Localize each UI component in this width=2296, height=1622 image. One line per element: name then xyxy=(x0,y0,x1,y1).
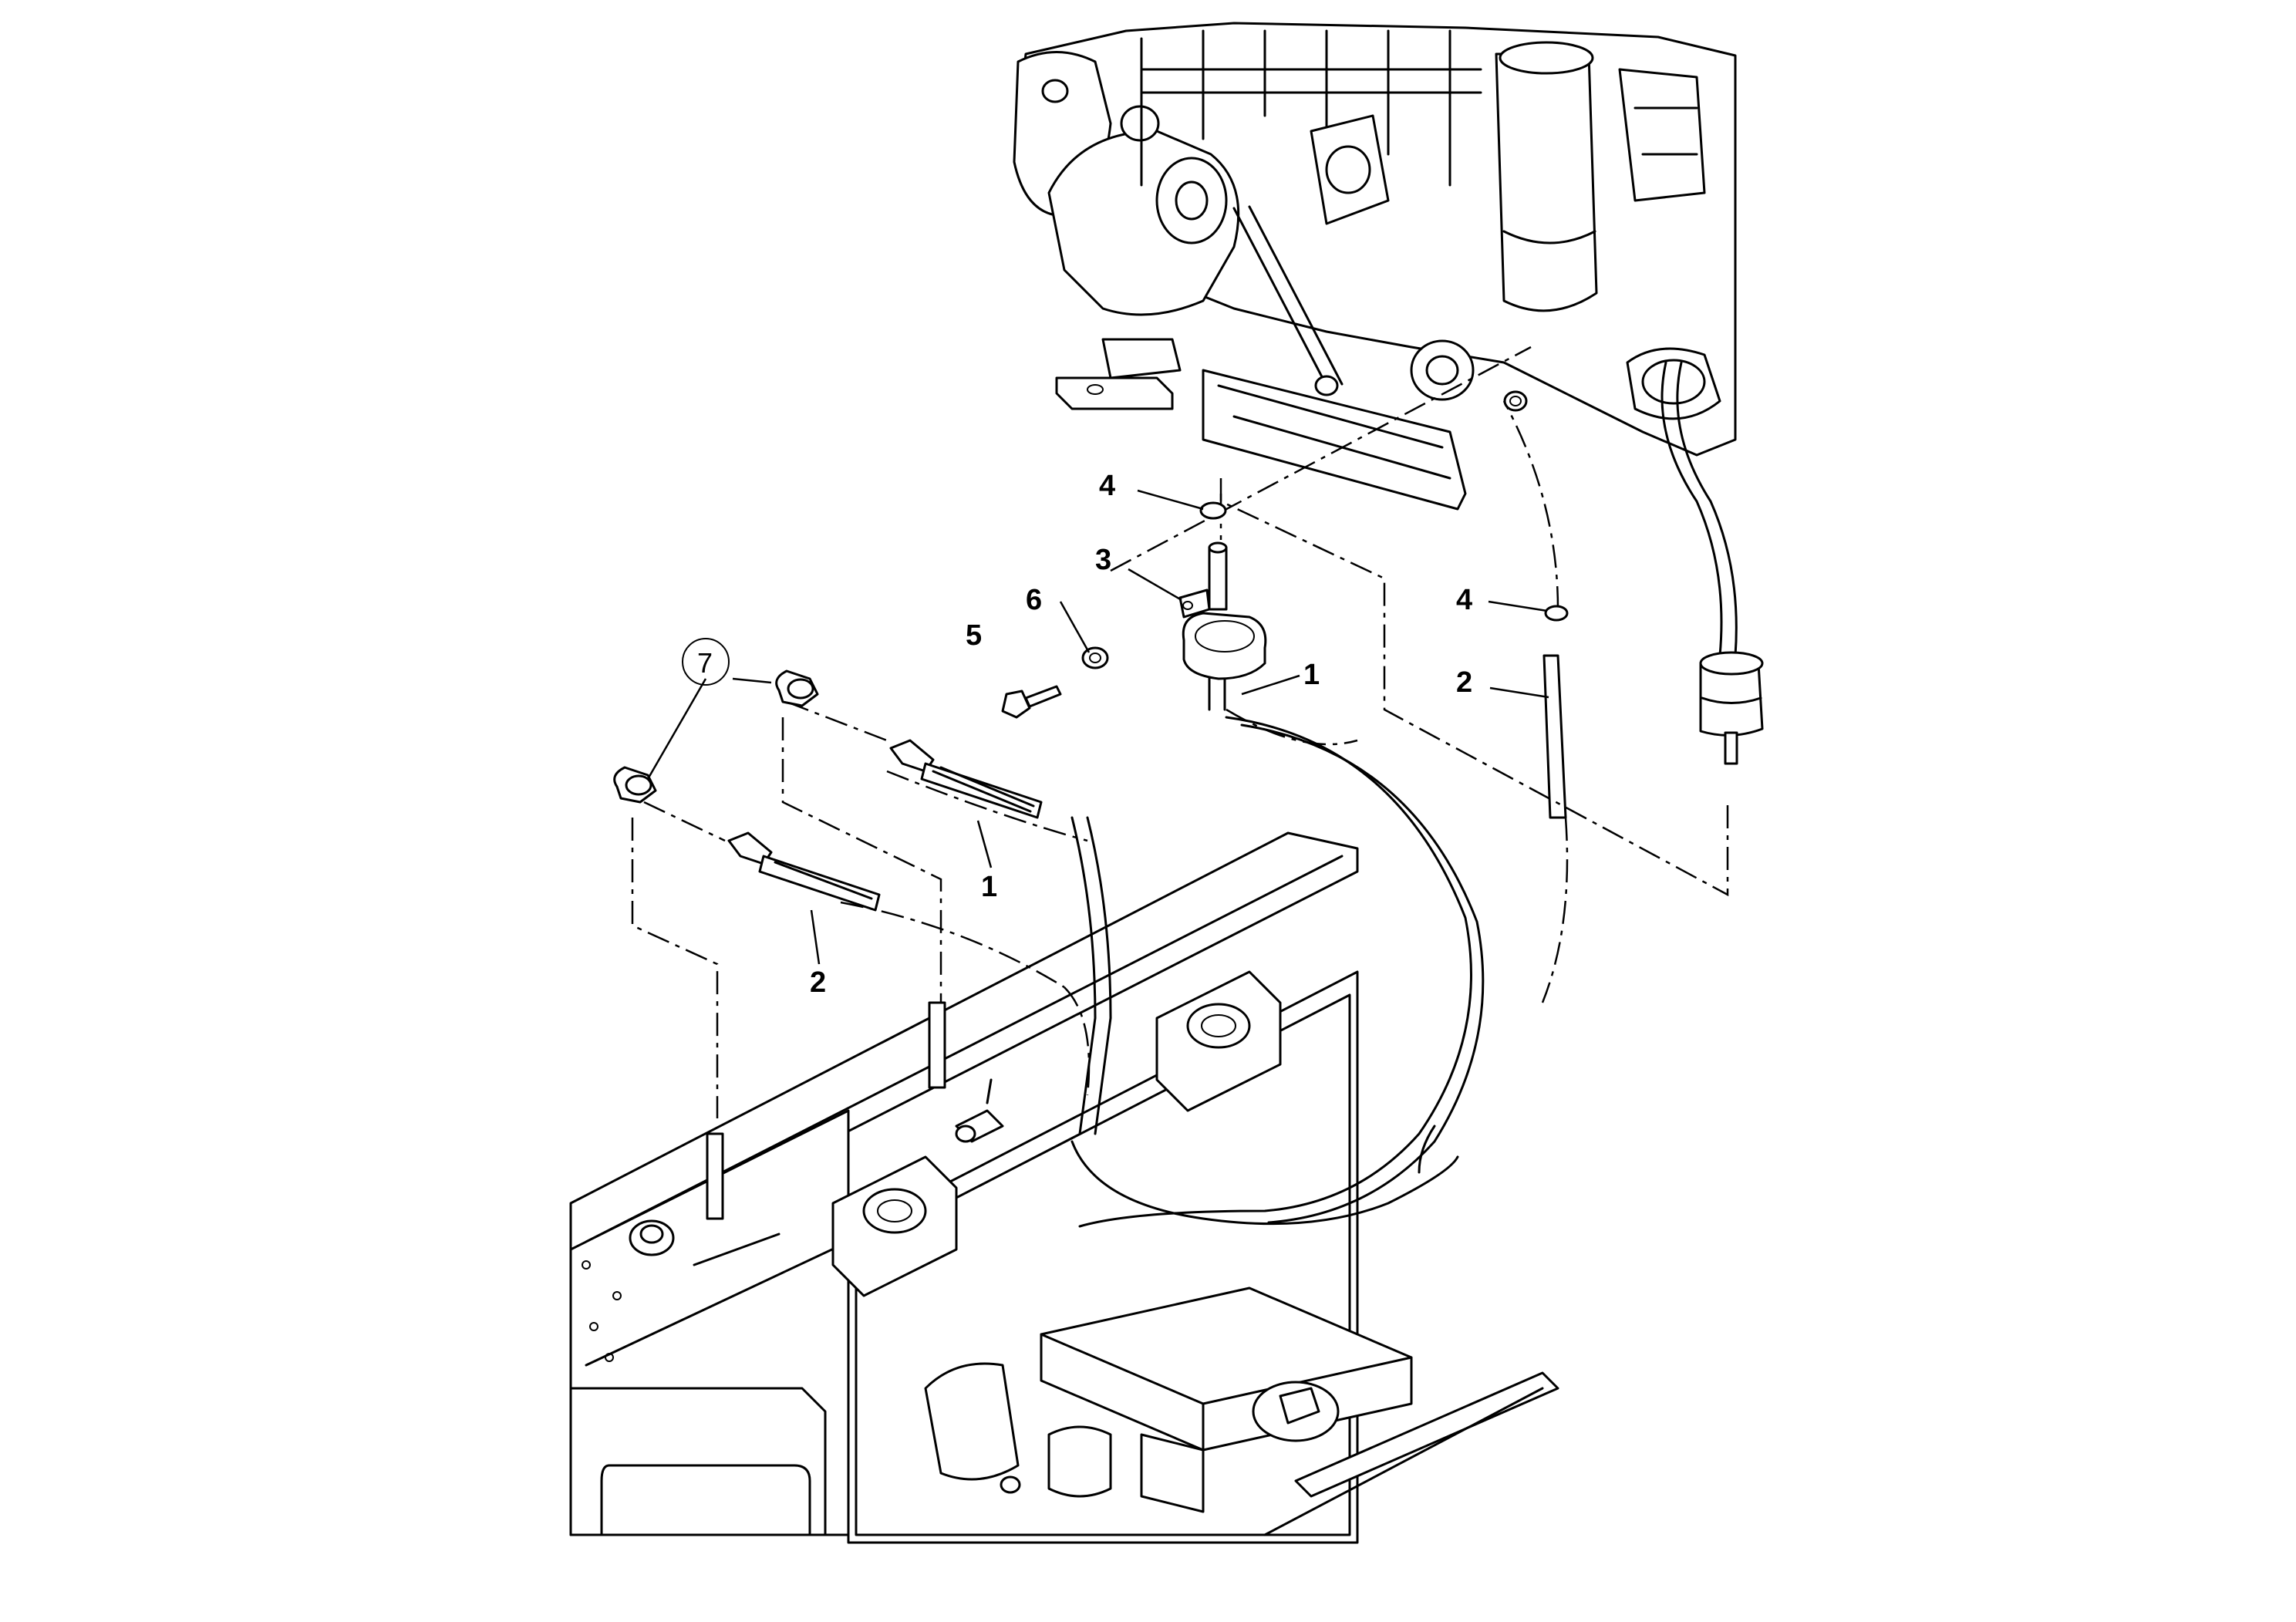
fuel-filter-icon xyxy=(1699,651,1764,765)
hose-clamp-icon xyxy=(1178,588,1267,680)
hose-icon xyxy=(727,831,881,912)
callout-5: 5 xyxy=(966,619,982,652)
leader-lines xyxy=(646,489,1549,965)
callout-1-upper: 1 xyxy=(1303,659,1320,691)
callout-4-left: 4 xyxy=(1099,470,1115,502)
callout-2-upper: 2 xyxy=(1456,666,1472,699)
callout-6: 6 xyxy=(1026,584,1042,616)
hose-routing xyxy=(631,346,1738,1228)
machine-frame-icon xyxy=(569,831,1559,1544)
elbow-fitting-icon xyxy=(775,669,819,707)
hose-icon xyxy=(1208,541,1228,611)
callout-1-lower: 1 xyxy=(981,871,997,903)
callout-7-circled: 7 xyxy=(697,647,713,679)
bolt-icon xyxy=(1001,685,1062,719)
stud-icon xyxy=(706,1001,946,1220)
circled-callout-ring xyxy=(682,638,730,686)
callout-2-lower: 2 xyxy=(810,966,826,999)
washer-icon xyxy=(1081,646,1109,669)
hose-clamp-icon xyxy=(1199,501,1569,622)
callout-3: 3 xyxy=(1095,544,1111,576)
hose-icon xyxy=(889,739,1043,819)
callout-4-right: 4 xyxy=(1456,584,1472,616)
callout-labels: 4 3 6 5 1 4 2 1 2 7 xyxy=(682,470,1472,999)
elbow-fitting-icon xyxy=(613,766,657,804)
engine-block-icon xyxy=(1013,22,1737,511)
